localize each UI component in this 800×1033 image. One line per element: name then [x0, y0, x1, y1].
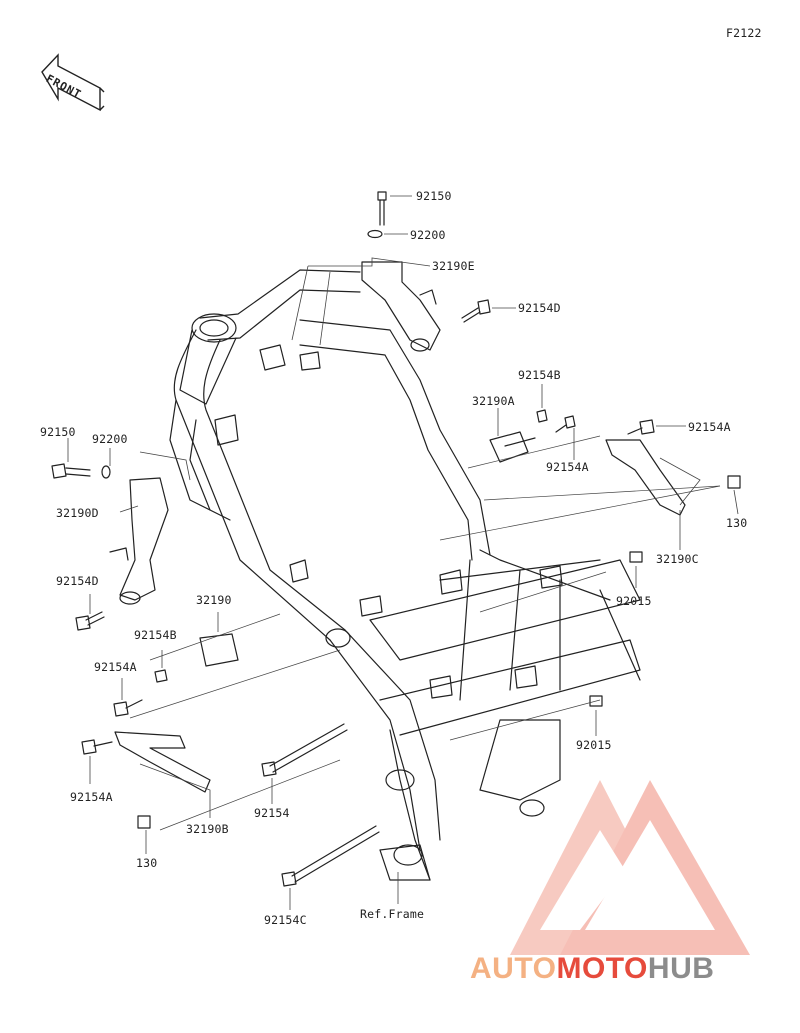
ref-frame-label: Ref.Frame [360, 907, 425, 921]
part-label: 130 [726, 516, 748, 530]
part-label: 92150 [416, 189, 452, 203]
watermark-text: AUTOMOTOHUB [470, 952, 715, 985]
part-label: 92154A [94, 660, 137, 674]
part-label: 92154D [518, 301, 561, 315]
part-label: 32190E [432, 259, 475, 273]
part-label: 92150 [40, 425, 76, 439]
part-label: 92200 [92, 432, 128, 446]
part-label: 92154A [546, 460, 589, 474]
part-label: 92154 [254, 806, 290, 820]
part-label: 92154B [518, 368, 561, 382]
part-label: 92154C [264, 913, 307, 927]
part-label: 130 [136, 856, 158, 870]
part-label: 32190 [196, 593, 232, 607]
part-label: 92154A [70, 790, 113, 804]
part-label: 92200 [410, 228, 446, 242]
part-label: 92154D [56, 574, 99, 588]
part-label: 32190A [472, 394, 515, 408]
part-label: 92015 [576, 738, 612, 752]
diagram-code: F2122 [726, 26, 762, 40]
front-arrow-icon [41, 53, 105, 112]
part-label: 32190D [56, 506, 99, 520]
watermark-logo-icon [510, 780, 750, 955]
leader-lines [67, 195, 739, 910]
frame-lines [51, 191, 741, 887]
assembly-lines [129, 435, 721, 831]
part-label: 32190B [186, 822, 229, 836]
part-label: 32190C [656, 552, 699, 566]
part-label: 92154B [134, 628, 177, 642]
part-label: 92015 [616, 594, 652, 608]
part-label: 92154A [688, 420, 731, 434]
